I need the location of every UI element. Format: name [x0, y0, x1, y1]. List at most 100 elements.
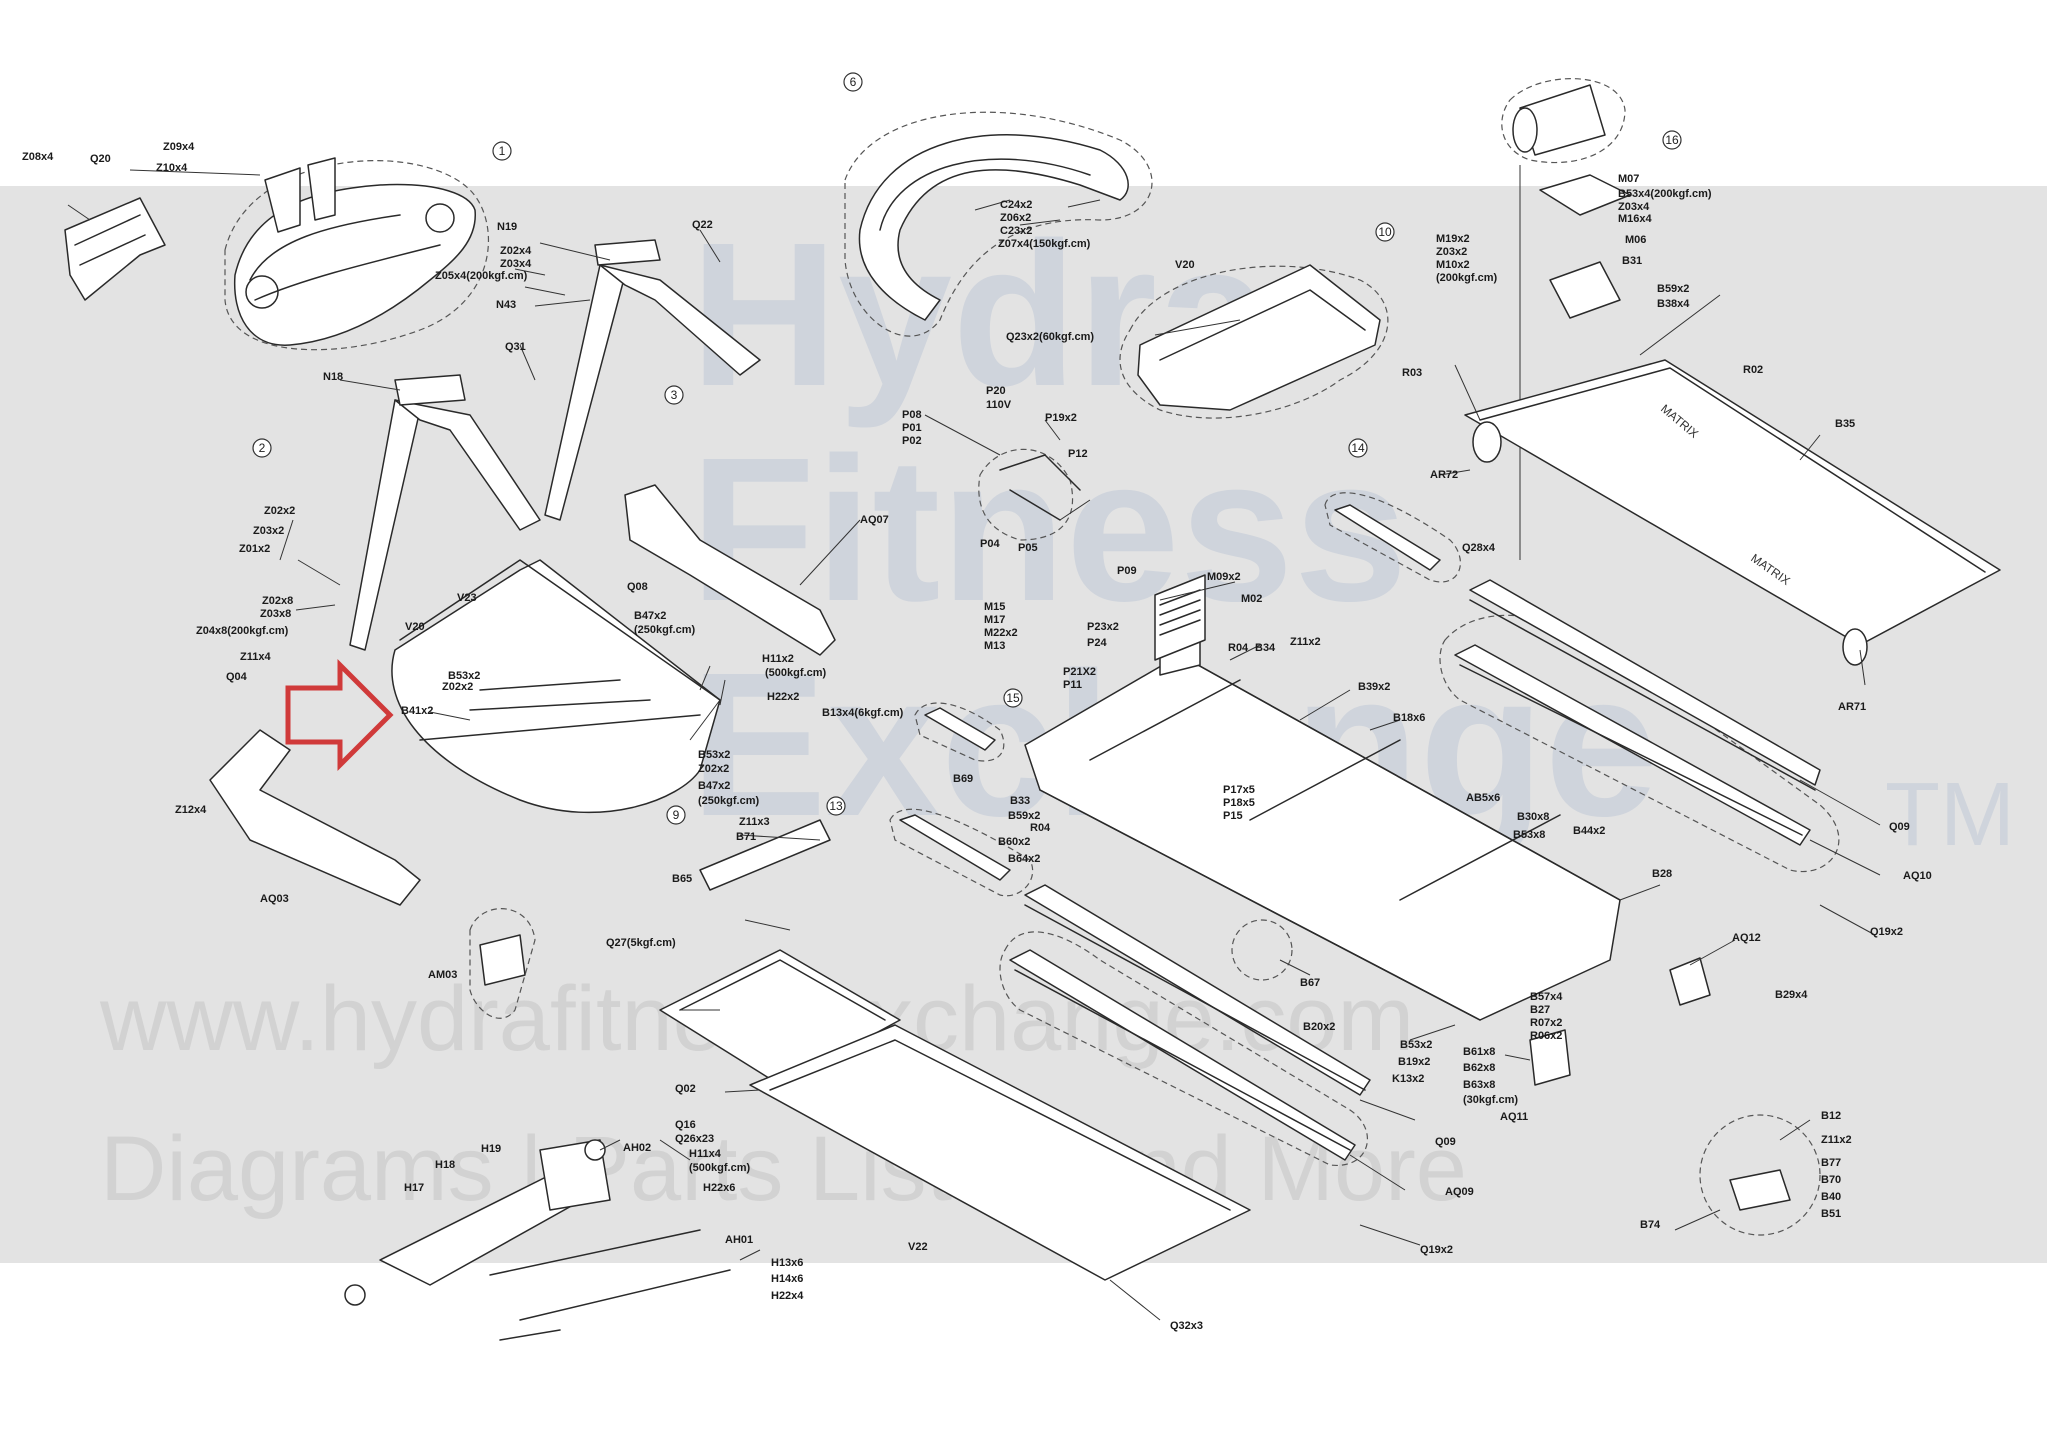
svg-text:16: 16 — [1665, 133, 1679, 147]
part-label: 110V — [986, 399, 1012, 411]
part-label: B59x2 — [1008, 810, 1040, 822]
part-label: R06x2 — [1530, 1030, 1562, 1042]
motor-cover — [1119, 264, 1389, 419]
part-label: N43 — [496, 299, 516, 311]
part-label: P02 — [902, 435, 922, 447]
callout-6: 6 — [843, 72, 863, 92]
part-label: R07x2 — [1530, 1017, 1562, 1029]
part-label: B62x8 — [1463, 1062, 1495, 1074]
part-label: B29x4 — [1775, 989, 1808, 1001]
part-label: M10x2 — [1436, 259, 1470, 271]
part-label: B39x2 — [1358, 681, 1390, 693]
part-label: B20x2 — [1303, 1021, 1335, 1033]
part-label: R02 — [1743, 364, 1763, 376]
part-label: B18x6 — [1393, 712, 1425, 724]
callout-9: 9 — [666, 805, 686, 825]
part-label: M15 — [984, 601, 1005, 613]
part-label: Q04 — [226, 671, 248, 683]
part-label: B65 — [672, 873, 692, 885]
callout-14: 14 — [1348, 438, 1368, 458]
callout-15: 15 — [1003, 688, 1023, 708]
part-label: V20 — [1175, 259, 1195, 271]
svg-text:9: 9 — [673, 808, 680, 822]
part-label: H11x2 — [762, 653, 794, 665]
part-label: Q19x2 — [1420, 1244, 1453, 1256]
part-label: B53x2 — [1400, 1039, 1432, 1051]
part-label: M06 — [1625, 234, 1646, 246]
part-label: P19x2 — [1045, 412, 1077, 424]
part-label: Z03x8 — [260, 608, 291, 620]
part-label: B60x2 — [998, 836, 1030, 848]
part-label: H22x2 — [767, 691, 799, 703]
part-label: B61x8 — [1463, 1046, 1495, 1058]
part-label: R04 — [1228, 642, 1249, 654]
part-label: Z02x4 — [500, 245, 532, 257]
bracket-14 — [1324, 492, 1461, 583]
part-label: B38x4 — [1657, 298, 1690, 310]
part-label: Q28x4 — [1462, 542, 1496, 554]
part-label: Z08x4 — [22, 151, 54, 163]
part-label: M13 — [984, 640, 1005, 652]
part-label: M16x4 — [1618, 213, 1653, 225]
upright-left — [349, 374, 541, 651]
part-label: B47x2 — [634, 610, 666, 622]
svg-text:15: 15 — [1006, 691, 1020, 705]
part-label: Q31 — [505, 341, 526, 353]
part-label: AM03 — [428, 969, 457, 981]
part-label: P23x2 — [1087, 621, 1119, 633]
leader-lines — [67, 169, 1881, 1321]
part-label: AR72 — [1430, 469, 1458, 481]
part-label: B34 — [1255, 642, 1276, 654]
part-label: Z10x4 — [156, 162, 188, 174]
part-label: P09 — [1117, 565, 1137, 577]
part-label: B28 — [1652, 868, 1672, 880]
part-label: AQ07 — [860, 514, 889, 526]
part-label: B53x2 — [698, 749, 730, 761]
svg-text:2: 2 — [259, 441, 266, 455]
bottom-cover — [749, 1024, 1251, 1281]
svg-text:3: 3 — [671, 388, 678, 402]
part-label: P04 — [980, 538, 1000, 550]
part-label: Z03x4 — [1618, 201, 1650, 213]
part-label: B64x2 — [1008, 853, 1040, 865]
part-label: Z02x8 — [262, 595, 293, 607]
rear-stand — [344, 1139, 731, 1341]
callout-10: 10 — [1375, 222, 1395, 242]
part-label: M07 — [1618, 173, 1639, 185]
part-label: H14x6 — [771, 1273, 803, 1285]
part-label: Q27(5kgf.cm) — [606, 937, 676, 949]
part-label: M09x2 — [1207, 571, 1241, 583]
part-label: V23 — [457, 592, 477, 604]
part-label: P17x5 — [1223, 784, 1255, 796]
part-label: P20 — [986, 385, 1006, 397]
upright-base-frame — [391, 559, 721, 814]
part-label: Z03x2 — [1436, 246, 1467, 258]
part-label: Z11x4 — [240, 651, 271, 663]
part-label: B19x2 — [1398, 1056, 1430, 1068]
part-label: B33 — [1010, 795, 1030, 807]
drive-motor — [1501, 78, 1631, 560]
callout-16: 16 — [1662, 130, 1682, 150]
part-label: B12 — [1821, 1110, 1841, 1122]
part-label: AQ03 — [260, 893, 289, 905]
running-deck: MATRIX MATRIX — [1464, 359, 2001, 666]
part-label: Z05x4(200kgf.cm) — [435, 270, 528, 282]
part-label: H13x6 — [771, 1257, 803, 1269]
highlight-arrow — [285, 658, 394, 772]
callout-1: 1 — [492, 141, 512, 161]
part-label: P18x5 — [1223, 797, 1255, 809]
part-label: B53x4(200kgf.cm) — [1618, 188, 1712, 200]
part-label: M17 — [984, 614, 1005, 626]
part-label: R04 — [1030, 822, 1051, 834]
part-label: Z09x4 — [163, 141, 195, 153]
part-label: Q19x2 — [1870, 926, 1903, 938]
part-label: N18 — [323, 371, 343, 383]
small-parts — [1231, 919, 1821, 1236]
part-label: P11 — [1063, 679, 1082, 691]
part-label: (30kgf.cm) — [1463, 1094, 1518, 1106]
part-label: (250kgf.cm) — [698, 795, 759, 807]
svg-text:14: 14 — [1351, 441, 1365, 455]
part-label: C24x2 — [1000, 199, 1032, 211]
part-label: B44x2 — [1573, 825, 1605, 837]
